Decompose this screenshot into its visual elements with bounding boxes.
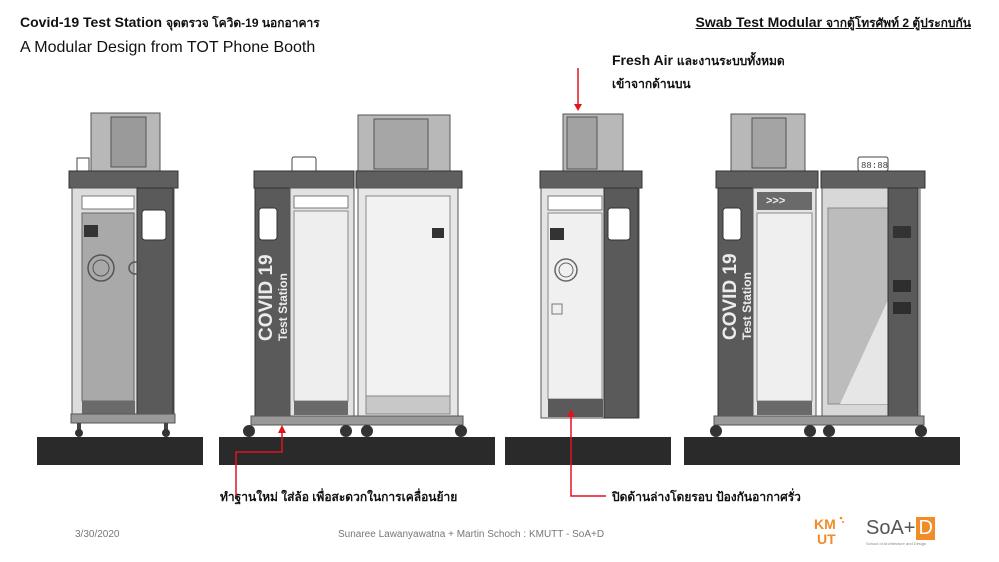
ground-slab bbox=[37, 437, 203, 465]
right-title-th: จากตู้โทรศัพท์ 2 ตู้ประกบกัน bbox=[825, 16, 971, 30]
kmutt-logo: KM UT bbox=[814, 516, 844, 547]
ground-slab bbox=[684, 437, 960, 465]
fresh-air-line2: เข้าจากด้านบน bbox=[612, 77, 691, 91]
booth-sign-line1: COVID 19 bbox=[720, 253, 741, 340]
annotation-leaders bbox=[235, 68, 606, 497]
panel-arrows: >>> bbox=[766, 195, 785, 207]
keypad-icon bbox=[432, 228, 444, 238]
display-readout: 88:88 bbox=[861, 161, 888, 171]
page-title: Covid-19 Test Station จุดตรวจ โควิด-19 น… bbox=[20, 14, 320, 33]
soad-logo-sub: School of Architecture and Design bbox=[866, 541, 927, 546]
keypad-icon bbox=[893, 226, 911, 238]
booth-sign-line2: Test Station bbox=[276, 273, 290, 341]
fresh-air-th: และงานระบบทั้งหมด bbox=[676, 54, 785, 68]
svg-text:UT: UT bbox=[817, 531, 836, 547]
booth-original bbox=[68, 112, 179, 437]
page-subtitle: A Modular Design from TOT Phone Booth bbox=[20, 39, 316, 56]
fresh-air-note: Fresh Air และงานระบบทั้งหมด เข้าจากด้านบ… bbox=[612, 49, 785, 95]
svg-text:KM: KM bbox=[814, 516, 836, 532]
right-title: Swab Test Modular จากตู้โทรศัพท์ 2 ตู้ปร… bbox=[696, 14, 972, 33]
wheels-note: ทำฐานใหม่ ใส่ล้อ เพื่อสะดวกในการเคลื่อนย… bbox=[220, 490, 458, 504]
ground-slab bbox=[219, 437, 495, 465]
footer-credit: Sunaree Lawanyawatna + Martin Schoch : K… bbox=[338, 529, 605, 540]
closed-bottom-note: ปิดด้านล่างโดยรอบ ป้องกันอากาศรั่ว bbox=[612, 490, 801, 504]
booth-closed-bottom bbox=[539, 113, 643, 419]
footer-date: 3/30/2020 bbox=[75, 529, 120, 540]
booth-pair-front bbox=[243, 114, 467, 437]
soad-logo-text: SoA+ bbox=[866, 517, 916, 539]
booth-pair-back bbox=[710, 113, 927, 437]
booth-sign-line1: COVID 19 bbox=[256, 254, 277, 341]
soad-logo: SoA+D bbox=[866, 517, 935, 540]
right-title-en: Swab Test Modular bbox=[695, 14, 823, 30]
fresh-air-en: Fresh Air bbox=[612, 52, 673, 68]
keypad-icon bbox=[84, 225, 98, 237]
title-th: จุดตรวจ โควิด-19 นอกอาคาร bbox=[165, 16, 320, 30]
ground-slab bbox=[505, 437, 671, 465]
soad-logo-d: D bbox=[916, 517, 935, 540]
keypad-icon bbox=[550, 228, 564, 240]
title-en: Covid-19 Test Station bbox=[20, 14, 163, 30]
booth-sign-line2: Test Station bbox=[740, 272, 754, 340]
